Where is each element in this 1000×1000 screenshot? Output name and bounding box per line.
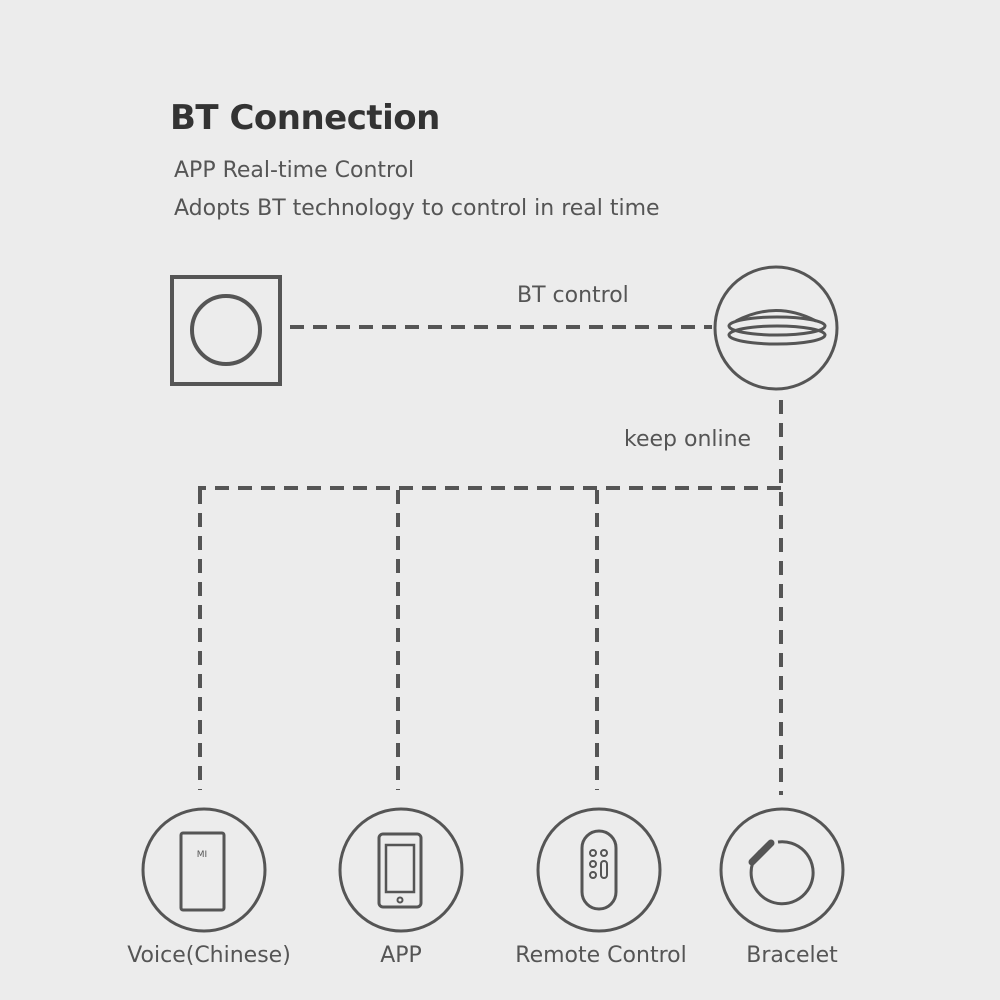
- speaker-logo-text: MI: [197, 850, 207, 860]
- page-title: BT Connection: [170, 98, 440, 138]
- subtitle-realtime-control: APP Real-time Control: [174, 158, 415, 183]
- ceiling-light-icon: [713, 265, 839, 391]
- remote-control-icon: [536, 807, 662, 933]
- subtitle-description: Adopts BT technology to control in real …: [174, 196, 660, 221]
- wall-switch-icon: [170, 275, 282, 386]
- device-label-remote-control: Remote Control: [515, 943, 687, 968]
- smartphone-icon: [338, 807, 464, 933]
- device-label-bracelet: Bracelet: [746, 943, 838, 968]
- device-label-voice: Voice(Chinese): [127, 943, 291, 968]
- bt-control-label: BT control: [517, 283, 629, 308]
- keep-online-label: keep online: [624, 427, 752, 452]
- bracelet-icon: [719, 807, 845, 933]
- xiaomi-speaker-icon: MI: [141, 807, 267, 933]
- device-label-app: APP: [380, 943, 422, 968]
